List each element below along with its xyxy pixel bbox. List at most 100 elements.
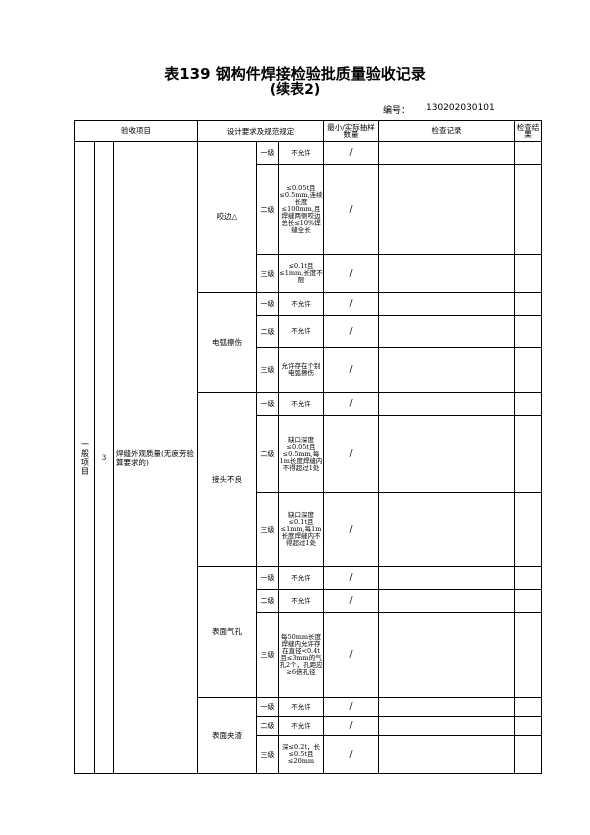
result-cell[interactable] [514,292,543,316]
sample-cell: / [323,612,380,698]
table-row: 三级缺口深度≤0.1t且≤1mm,每1m长度焊缝内不得超过1处/ [75,492,543,567]
result-cell[interactable] [514,315,543,348]
table-row: 二级不允许/ [75,716,543,736]
sample-cell: / [323,141,380,165]
result-cell[interactable] [514,566,543,590]
record-cell[interactable] [378,315,516,348]
requirement-cell: 允许存在个别电弧擦伤 [278,347,325,393]
sample-cell: / [323,697,380,717]
result-cell[interactable] [514,589,543,613]
sample-cell: / [323,735,380,774]
check-point-cell: 咬边△ [197,141,258,293]
result-cell[interactable] [514,492,543,567]
record-cell[interactable] [378,141,516,165]
sample-cell: / [323,164,380,255]
grade-cell: 二级 [256,716,280,736]
result-cell[interactable] [514,254,543,293]
requirement-cell: 不允许 [278,141,325,165]
result-cell[interactable] [514,697,543,717]
record-cell[interactable] [378,735,516,774]
sample-cell: / [323,589,380,613]
record-cell[interactable] [378,612,516,698]
grade-cell: 一级 [256,697,280,717]
grade-cell: 三级 [256,492,280,567]
code-label: 编号： [383,106,411,116]
record-cell[interactable] [378,415,516,493]
record-cell[interactable] [378,392,516,416]
header-design: 设计要求及规范规定 [197,120,325,142]
record-cell[interactable] [378,292,516,316]
grade-cell: 二级 [256,164,280,255]
result-cell[interactable] [514,164,543,255]
grade-cell: 二级 [256,315,280,348]
grade-cell: 一级 [256,141,280,165]
requirement-cell: 每50mm长度焊缝内允许存在直径<0.4t且≤3mm的气孔2个，孔距应≥6倍孔径 [278,612,325,698]
result-cell[interactable] [514,141,543,165]
sample-cell: / [323,415,380,493]
table-row: 三级每50mm长度焊缝内允许存在直径<0.4t且≤3mm的气孔2个，孔距应≥6倍… [75,612,543,698]
sample-cell: / [323,492,380,567]
result-cell[interactable] [514,392,543,416]
requirement-cell: 不允许 [278,589,325,613]
grade-cell: 一级 [256,392,280,416]
header-item: 验收项目 [73,120,199,142]
page-subtitle: (续表2) [269,82,321,98]
requirement-cell: 不允许 [278,566,325,590]
sample-cell: / [323,392,380,416]
header-result: 检查结果 [514,120,543,142]
requirement-cell: 不允许 [278,392,325,416]
requirement-cell: 不允许 [278,716,325,736]
requirement-cell: 深≤0.2t，长≤0.5t且≤20mm [278,735,325,774]
record-cell[interactable] [378,716,516,736]
sample-cell: / [323,347,380,393]
record-cell[interactable] [378,164,516,255]
result-cell[interactable] [514,735,543,774]
sample-cell: / [323,315,380,348]
record-cell[interactable] [378,254,516,293]
table-row: 三级允许存在个别电弧擦伤/ [75,347,543,393]
record-cell[interactable] [378,697,516,717]
result-cell[interactable] [514,347,543,393]
record-cell[interactable] [378,492,516,567]
requirement-cell: 不允许 [278,292,325,316]
table-row: 三级深≤0.2t，长≤0.5t且≤20mm/ [75,735,543,774]
grade-cell: 三级 [256,612,280,698]
grade-cell: 一级 [256,292,280,316]
grade-cell: 二级 [256,415,280,493]
table-row: 接头不良一级不允许/ [75,392,543,567]
requirement-cell: 不允许 [278,315,325,348]
result-cell[interactable] [514,415,543,493]
grade-cell: 二级 [256,589,280,613]
result-cell[interactable] [514,612,543,698]
item-name-cell: 焊缝外观质量(无疲劳验算要求的) [112,141,199,774]
sample-cell: / [323,716,380,736]
table-row: 二级不允许/ [75,315,543,348]
record-cell[interactable] [378,347,516,393]
grade-cell: 三级 [256,347,280,393]
category-cell: 一般项目 [74,141,95,774]
page-title: 表139 钢构件焊接检验批质量验收记录 [164,65,426,83]
check-point-cell: 表面气孔 [197,566,258,698]
requirement-cell: ≤0.05t且≤0.5mm,连续长度≤100mm,且焊缝两侧咬边总长≤10%焊缝… [278,164,325,255]
table-row: 三级≤0.1t且≤1mm,长度不限/ [75,254,543,293]
table-row: 表面气孔一级不允许/ [75,566,543,698]
grade-cell: 三级 [256,735,280,774]
requirement-cell: 缺口深度≤0.1t且≤1mm,每1m长度焊缝内不得超过1处 [278,492,325,567]
record-cell[interactable] [378,589,516,613]
sample-cell: / [323,292,380,316]
grade-cell: 三级 [256,254,280,293]
item-no-cell: 3 [94,141,114,774]
sample-cell: / [323,566,380,590]
result-cell[interactable] [514,716,543,736]
requirement-cell: 缺口深度≤0.05t且≤0.5mm,每1m长度焊缝内不得超过1处 [278,415,325,493]
check-point-cell: 接头不良 [197,392,258,567]
table-row: 电弧擦伤一级不允许/ [75,292,543,393]
code-value: 130202030101 [426,103,495,113]
check-point-cell: 电弧擦伤 [197,292,258,393]
check-point-cell: 表面夹渣 [197,697,258,774]
requirement-cell: ≤0.1t且≤1mm,长度不限 [278,254,325,293]
record-cell[interactable] [378,566,516,590]
sample-cell: / [323,254,380,293]
